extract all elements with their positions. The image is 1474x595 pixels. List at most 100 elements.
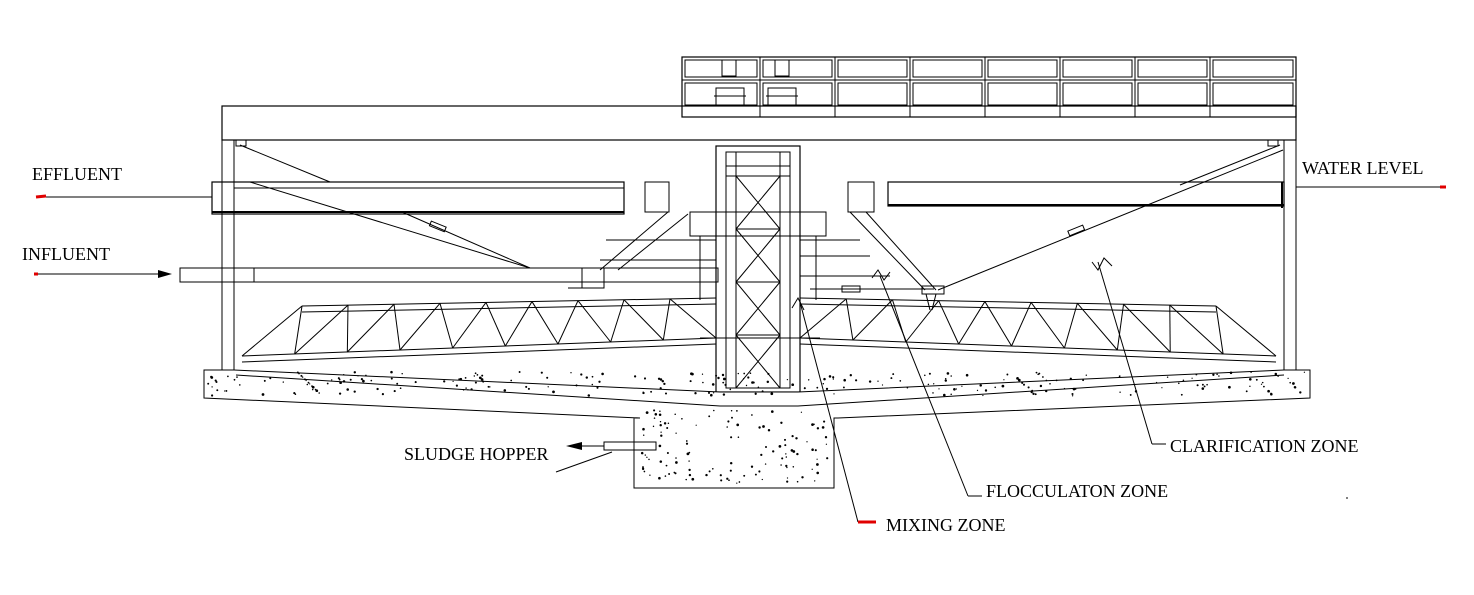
concrete-aggregate xyxy=(761,478,763,481)
concrete-aggregate xyxy=(1245,390,1248,393)
concrete-aggregate xyxy=(596,386,599,389)
bridge-panel xyxy=(1062,82,1133,106)
truss-diagonal xyxy=(485,302,506,347)
bridge-panel xyxy=(684,82,758,106)
concrete-aggregate xyxy=(721,373,725,377)
truss-vertical xyxy=(662,298,671,341)
concrete-aggregate xyxy=(806,441,808,443)
concrete-aggregate xyxy=(665,464,668,467)
concrete-aggregate xyxy=(376,387,379,391)
walkway-bridge xyxy=(681,56,1297,118)
truss-diagonal xyxy=(531,301,559,345)
concrete-aggregate xyxy=(1049,383,1051,385)
concrete-aggregate xyxy=(791,434,794,438)
concrete-aggregate xyxy=(1201,387,1205,390)
concrete-aggregate xyxy=(642,466,644,469)
concrete-aggregate xyxy=(666,426,669,430)
concrete-aggregate xyxy=(760,453,763,457)
truss-diagonal xyxy=(294,305,303,355)
concrete-aggregate xyxy=(953,387,956,391)
truss-diagonal xyxy=(852,299,893,341)
concrete-aggregate xyxy=(811,448,814,451)
concrete-aggregate xyxy=(1030,390,1033,394)
concrete-aggregate xyxy=(832,376,835,379)
truss-diagonal xyxy=(346,305,349,353)
concrete-aggregate xyxy=(660,431,662,433)
concrete-aggregate xyxy=(795,437,798,440)
concrete-aggregate xyxy=(1119,391,1121,393)
concrete-aggregate xyxy=(785,453,787,455)
flocculation-zone-label: FLOCCULATON ZONE xyxy=(986,481,1168,501)
concrete-aggregate xyxy=(652,425,655,428)
concrete-aggregate xyxy=(722,377,726,381)
concrete-aggregate xyxy=(726,426,728,428)
concrete-aggregate xyxy=(643,470,646,473)
concrete-aggregate xyxy=(927,383,930,386)
concrete-aggregate xyxy=(691,477,695,481)
concrete-aggregate xyxy=(736,410,738,412)
truss-diagonal xyxy=(958,301,986,345)
concrete-aggregate xyxy=(462,388,465,391)
concrete-aggregate xyxy=(1270,392,1272,395)
concrete-aggregate xyxy=(318,392,320,394)
concrete-aggregate xyxy=(796,452,799,456)
concrete-aggregate xyxy=(1203,385,1206,388)
concrete-aggregate xyxy=(800,411,803,413)
concrete-aggregate xyxy=(390,377,393,380)
concrete-aggregate xyxy=(482,380,485,383)
concrete-aggregate xyxy=(784,444,787,447)
concrete-aggregate xyxy=(659,423,662,427)
concrete-aggregate xyxy=(994,386,997,389)
concrete-aggregate xyxy=(1182,379,1185,382)
concrete-aggregate xyxy=(518,371,521,373)
concrete-aggregate xyxy=(685,440,688,442)
concrete-aggregate xyxy=(764,445,768,449)
concrete-aggregate xyxy=(658,413,662,416)
concrete-aggregate xyxy=(487,385,490,388)
concrete-aggregate xyxy=(792,466,795,468)
concrete-aggregate xyxy=(1017,378,1021,382)
concrete-aggregate xyxy=(659,421,662,423)
concrete-aggregate xyxy=(715,374,718,377)
concrete-aggregate xyxy=(743,372,746,375)
truss-diagonal xyxy=(1116,304,1125,351)
concrete-aggregate xyxy=(474,372,477,375)
concrete-aggregate xyxy=(695,424,697,426)
bridge-panel xyxy=(1062,59,1133,78)
concrete-aggregate xyxy=(814,449,817,452)
concrete-aggregate xyxy=(1196,384,1199,387)
concrete-aggregate xyxy=(825,443,828,445)
concrete-aggregate xyxy=(717,376,720,380)
concrete-aggregate xyxy=(899,380,902,382)
concrete-aggregate xyxy=(825,387,829,391)
concrete-aggregate xyxy=(801,476,804,479)
concrete-aggregate xyxy=(1045,389,1048,393)
concrete-aggregate xyxy=(814,480,816,482)
concrete-aggregate xyxy=(1250,371,1252,373)
truss-bottom-chord xyxy=(241,337,717,357)
concrete-aggregate xyxy=(719,474,722,477)
concrete-aggregate xyxy=(890,377,893,380)
concrete-aggregate xyxy=(757,386,760,388)
concrete-aggregate xyxy=(933,383,935,385)
truss-vertical xyxy=(1030,302,1065,349)
concrete-aggregate xyxy=(1006,373,1009,376)
concrete-aggregate xyxy=(1267,389,1270,393)
concrete-aggregate xyxy=(650,390,653,393)
concrete-aggregate xyxy=(737,372,739,375)
concrete-aggregate xyxy=(713,409,715,412)
concrete-aggregate xyxy=(743,474,746,477)
concrete-aggregate xyxy=(1218,375,1220,377)
concrete-aggregate xyxy=(640,451,644,455)
concrete-aggregate xyxy=(781,457,784,460)
concrete-aggregate xyxy=(476,374,479,376)
concrete-aggregate xyxy=(1161,387,1163,389)
concrete-aggregate xyxy=(233,378,236,381)
effluent-marker xyxy=(35,194,47,199)
concrete-aggregate xyxy=(659,378,663,381)
concrete-aggregate xyxy=(644,454,647,456)
concrete-aggregate xyxy=(305,379,307,382)
concrete-aggregate xyxy=(785,464,788,468)
concrete-aggregate xyxy=(660,434,663,437)
concrete-aggregate xyxy=(470,388,473,391)
